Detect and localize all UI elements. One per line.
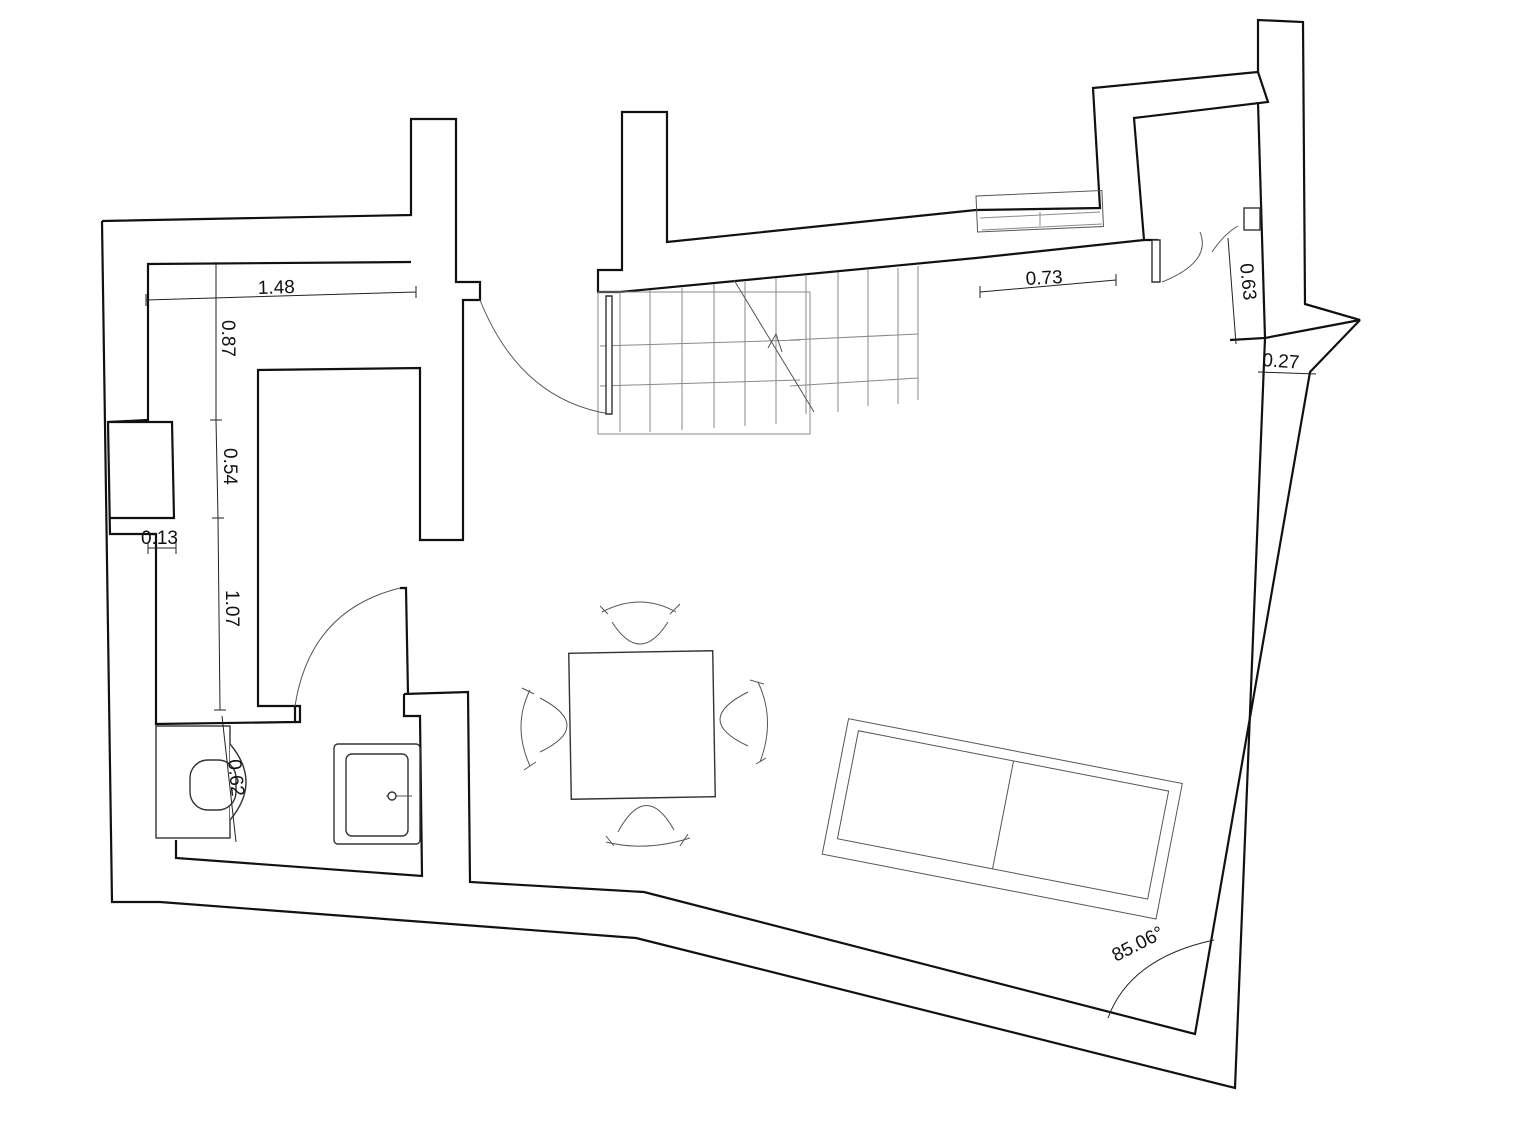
bottom-inner-wall [1304,302,1361,322]
dining-set [520,601,768,847]
bath-door-swing [294,587,401,707]
dim-line-right-niche [1227,237,1237,345]
sofa-outer [821,718,1183,920]
dim-line-right-pier [1257,371,1317,375]
stair-arrow [767,332,783,353]
sofa [821,718,1183,920]
sofa-cushion-divider [992,760,1015,869]
bath-door-jamb [400,586,410,695]
basin-inner [345,753,409,837]
dim-left-middle: 0.54 [219,448,240,485]
dim-window: 0.73 [1025,267,1063,290]
outer-wall [101,117,482,726]
top-inner-wall [619,238,1145,294]
dim-left-lower: 1.07 [221,590,242,627]
walls [100,18,1361,1090]
dim-left-upper: 0.87 [217,320,238,357]
chair-left [520,687,568,771]
right-jamb-box [1243,207,1261,231]
dim-right-niche: 0.63 [1235,262,1260,301]
bathroom-inner-wall [174,694,424,878]
dim-line-niche [147,542,177,554]
dim-line-toilet [221,715,237,843]
bathroom-partition [403,319,1361,1036]
dim-top-width: 1.48 [258,277,296,299]
dim-right-pier: 0.27 [1262,350,1300,374]
bathroom-fixtures [155,725,421,845]
dim-line-top-width [145,286,417,306]
right-door-swing-2 [1211,225,1239,253]
left-outer-wall [100,18,1361,1090]
dim-line-left-vertical [210,262,226,711]
chair-right [719,679,768,765]
angle-marker: 85.06° [1107,923,1215,1019]
toilet-seat [189,759,237,811]
hall-door-swing [479,299,611,415]
bath-jamb-left [295,704,302,724]
angle-arc [1107,939,1215,1019]
window [975,189,1104,233]
dim-line-window [979,274,1117,298]
chair-bottom [605,805,691,847]
toilet [155,725,247,839]
stair-outline-left [597,291,811,435]
dim-toilet: 0.62 [223,758,248,797]
niche-box [108,420,176,520]
dining-table [568,650,716,800]
right-door-swing [1161,231,1203,283]
stair-direction-line [733,279,815,413]
right-upper-wall [1132,71,1270,242]
basin-drain [387,791,397,801]
right-inner-wall [1229,101,1267,342]
dim-niche: 0.13 [141,528,178,549]
window-frame [975,189,1104,233]
doors [294,207,1261,707]
stair-treads [599,266,919,432]
washbasin [333,743,421,845]
hall-door-leaf [605,295,613,415]
staircase [597,266,919,435]
right-door-leaf [1151,239,1161,283]
chair-top [599,601,681,645]
dimensions: 1.48 0.87 0.54 1.07 0.13 0.62 0.73 0.63 … [141,237,1317,843]
